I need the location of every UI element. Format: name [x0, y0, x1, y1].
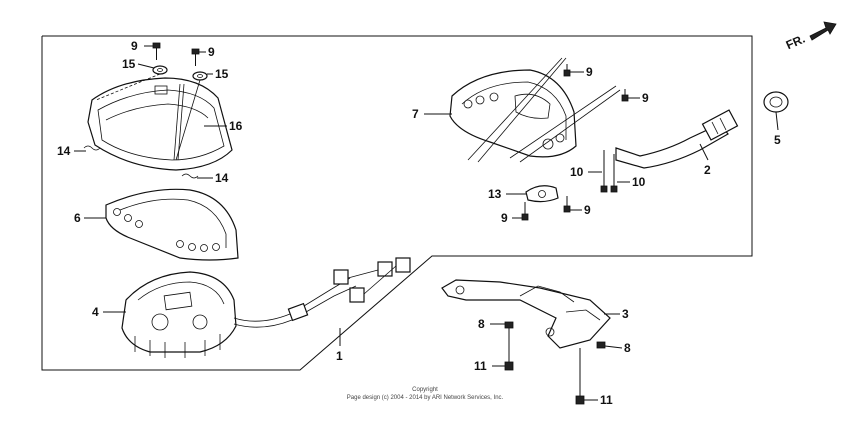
screw-9-gasket-left[interactable] — [521, 202, 529, 221]
callout-11: 11 — [474, 359, 487, 373]
callout-10: 10 — [570, 165, 584, 179]
copyright-title: Copyright — [412, 387, 438, 393]
screw-9-cover-right[interactable] — [191, 48, 200, 66]
callout-8: 8 — [478, 317, 485, 331]
callout-9: 9 — [208, 45, 215, 59]
front-arrow-icon — [809, 21, 837, 41]
assembly-boundary — [41, 35, 753, 371]
callout-13: 13 — [488, 187, 502, 201]
callout-9: 9 — [501, 211, 508, 225]
leader-lines — [74, 45, 779, 401]
callout-15: 15 — [122, 57, 136, 71]
callout-5: 5 — [774, 133, 781, 147]
callout-3: 3 — [622, 307, 629, 321]
screw-9-gasket-right[interactable] — [563, 196, 571, 213]
front-direction-indicator: FR. — [784, 21, 837, 53]
screw-9-cover-left[interactable] — [152, 42, 161, 60]
callout-14: 14 — [57, 144, 71, 158]
screw-9-case-mid[interactable] — [621, 89, 629, 102]
part-2-speedometer-cable[interactable] — [615, 109, 739, 169]
part-7-meter-case[interactable] — [449, 69, 577, 158]
screw-9-case-top[interactable] — [563, 64, 571, 77]
part-1-wire-harness[interactable] — [233, 257, 411, 328]
grommet-14-bottom[interactable] — [181, 173, 199, 179]
part-13-gasket[interactable] — [525, 185, 559, 203]
grommet-14-left[interactable] — [83, 145, 101, 151]
part-3-meter-bracket[interactable] — [441, 279, 611, 349]
washer-15-right[interactable] — [192, 71, 208, 81]
callout-11: 11 — [600, 393, 613, 407]
callout-9: 9 — [131, 39, 138, 53]
collar-8-right[interactable] — [596, 341, 606, 349]
callout-9: 9 — [642, 91, 649, 105]
callout-8: 8 — [624, 341, 631, 355]
callout-labels: 9 9 15 15 16 14 14 6 4 1 7 9 9 5 2 10 10… — [57, 39, 781, 407]
callout-9: 9 — [584, 203, 591, 217]
callout-16: 16 — [229, 119, 243, 133]
washer-15-left[interactable] — [152, 65, 168, 75]
callout-14: 14 — [215, 171, 229, 185]
collar-8-left[interactable] — [504, 321, 514, 329]
part-6-meter-panel[interactable] — [105, 188, 239, 261]
screw-10-right[interactable] — [610, 154, 618, 193]
front-direction-label: FR. — [784, 32, 807, 53]
copyright-text: Page design (c) 2004 - 2014 by ARI Netwo… — [346, 395, 504, 401]
part-16-meter-cover[interactable] — [87, 77, 233, 171]
copyright-notice: Copyright Page design (c) 2004 - 2014 by… — [250, 386, 600, 402]
callout-2: 2 — [704, 163, 711, 177]
screw-10-left[interactable] — [600, 150, 608, 193]
callout-15: 15 — [215, 67, 229, 81]
callout-7: 7 — [412, 107, 419, 121]
callout-9: 9 — [586, 65, 593, 79]
callout-6: 6 — [74, 211, 81, 225]
bolt-11-left[interactable] — [504, 328, 514, 371]
part-5-cable-cap[interactable] — [763, 91, 789, 113]
part-4-meter-body[interactable] — [121, 271, 237, 358]
callout-10: 10 — [632, 175, 646, 189]
callout-4: 4 — [92, 305, 99, 319]
callout-1: 1 — [336, 349, 343, 363]
